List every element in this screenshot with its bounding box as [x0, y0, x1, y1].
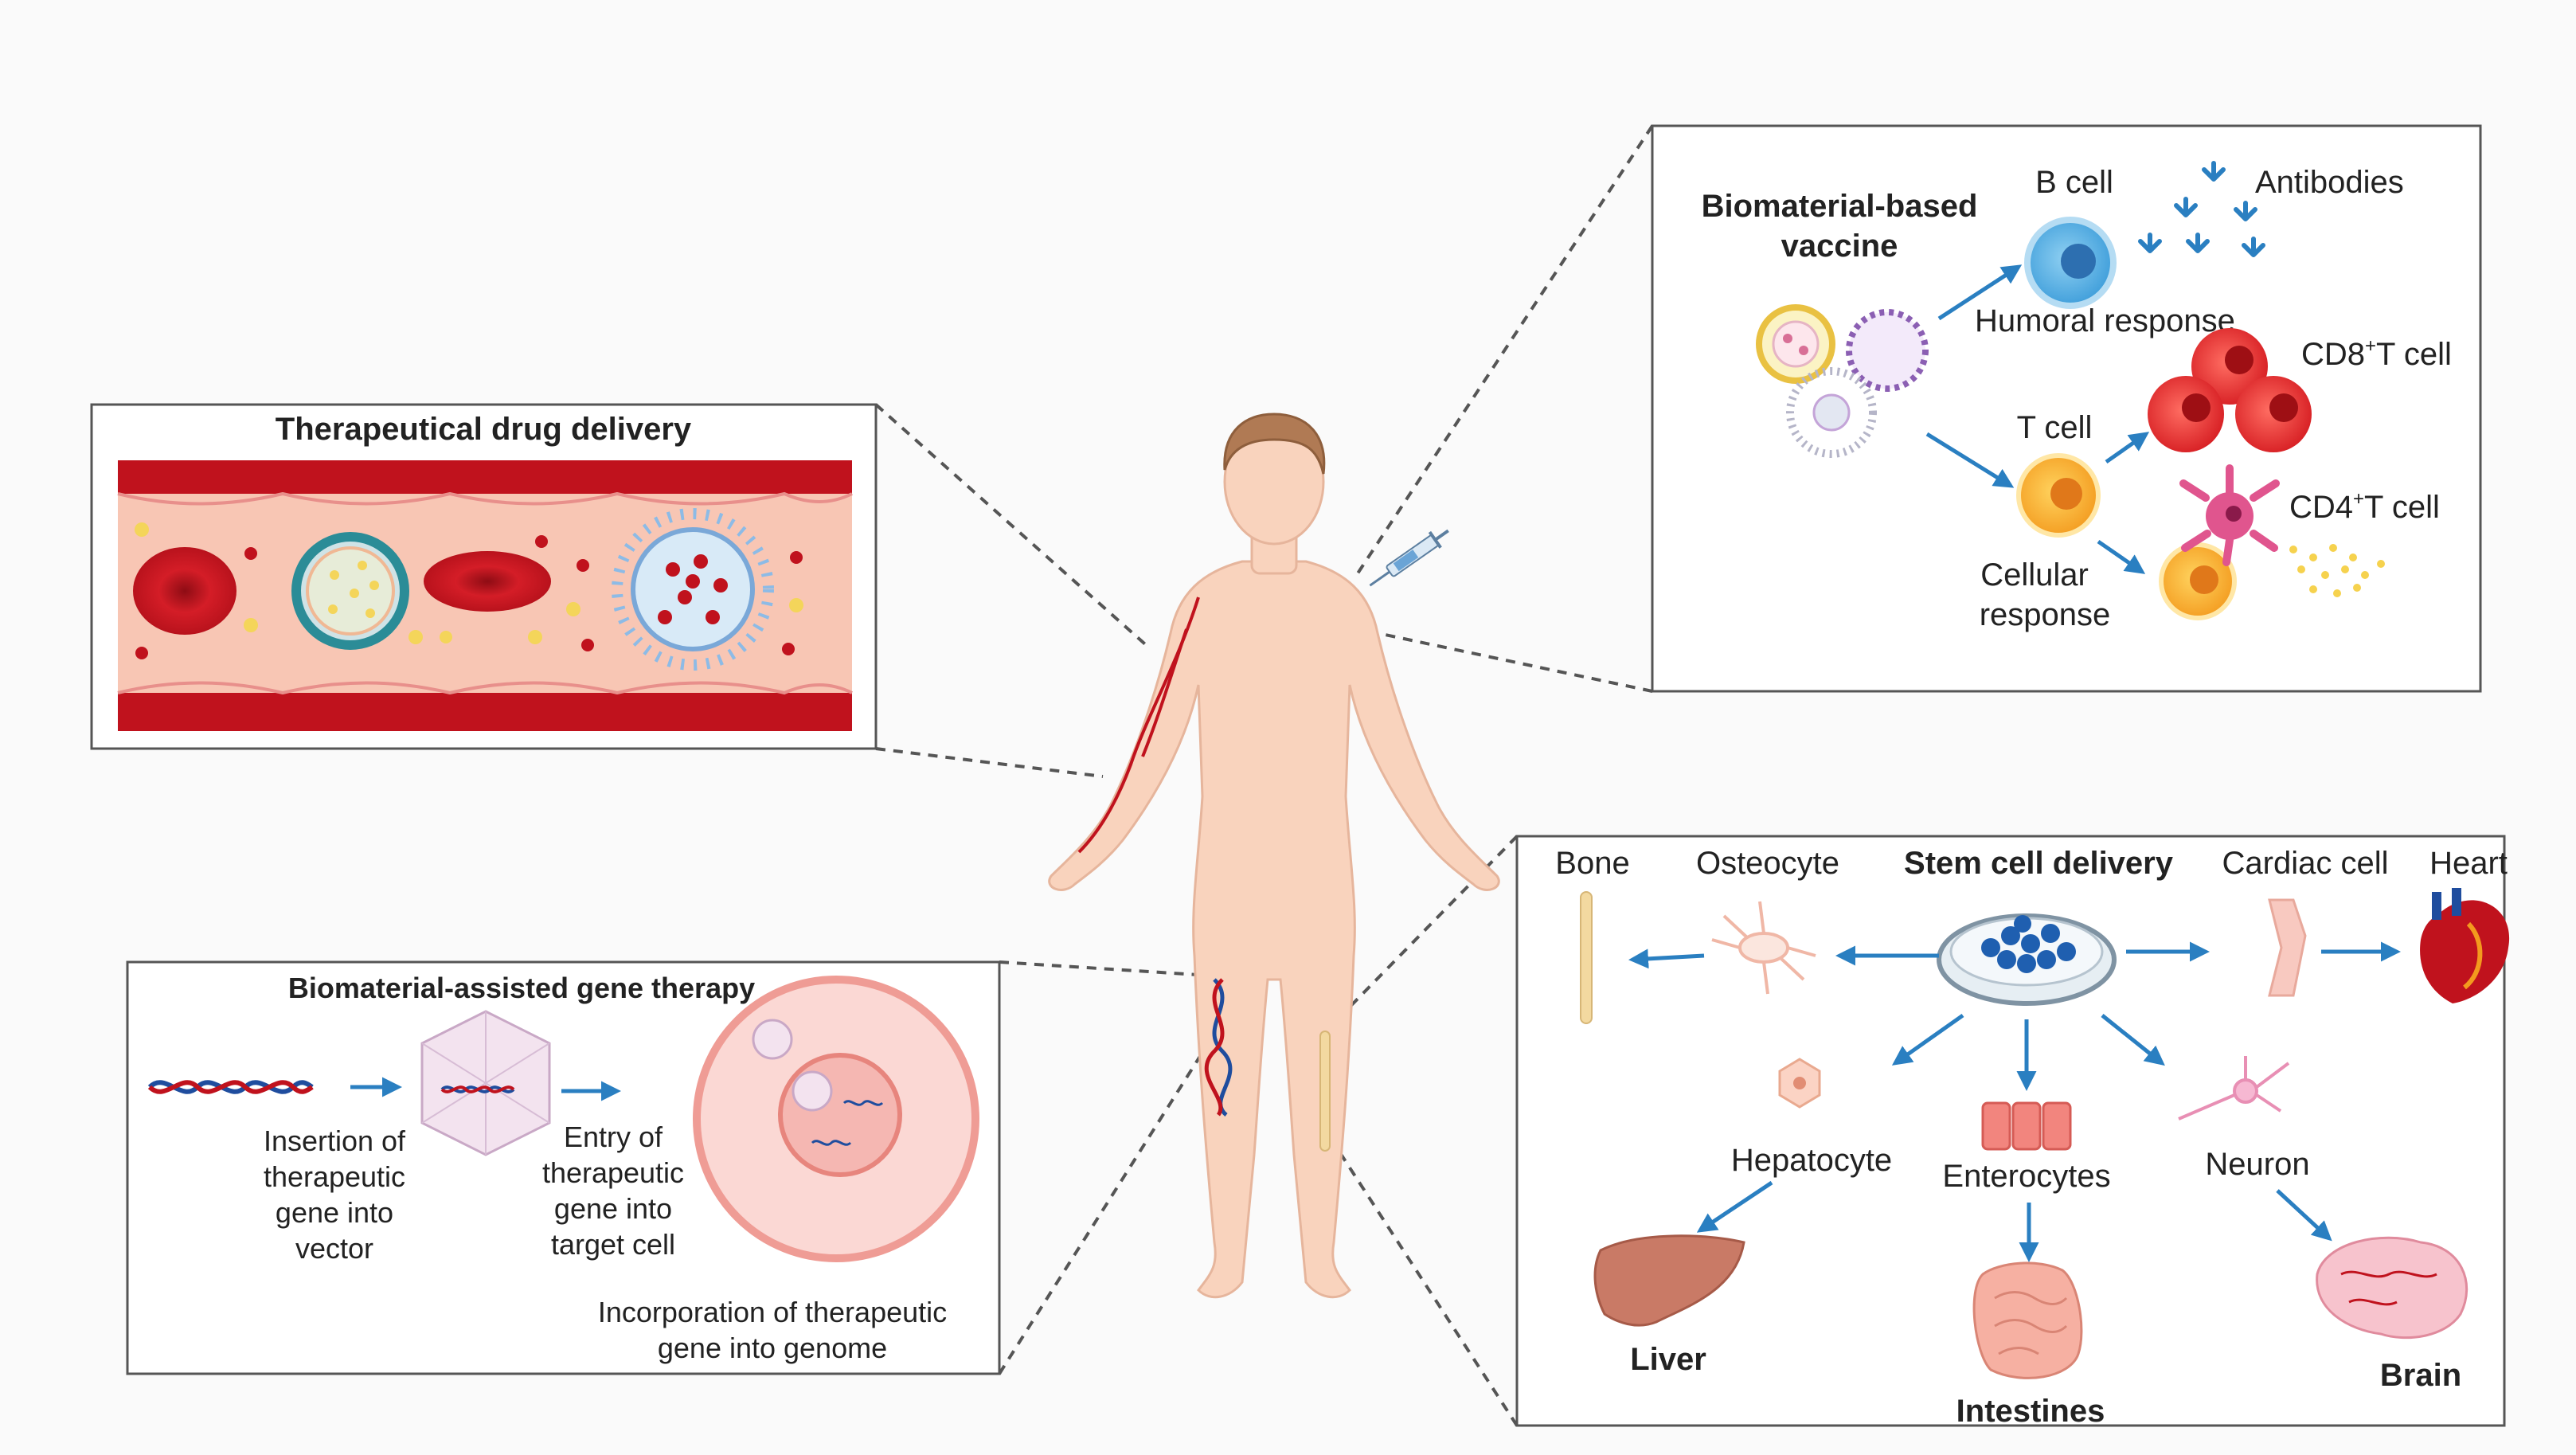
nanoparticle-carrier — [612, 508, 774, 671]
red-blood-cell — [424, 551, 551, 612]
bone-icon — [1580, 891, 1593, 1024]
leg-bone-icon — [1319, 1031, 1331, 1152]
gene-panel-title: Biomaterial-assisted gene therapy — [288, 972, 755, 1004]
heart-label: Heart — [2429, 846, 2508, 881]
svg-text:target cell: target cell — [551, 1228, 675, 1261]
target-cell-icon — [693, 976, 979, 1262]
svg-text:vector: vector — [295, 1232, 373, 1265]
stem-panel-title: Stem cell delivery — [1904, 846, 2174, 881]
insertion-label: Insertion of therapeutic gene into vecto… — [264, 1124, 406, 1265]
cd8-t-cell-icons — [2148, 328, 2312, 452]
svg-text:Incorporation of therapeutic: Incorporation of therapeutic — [598, 1296, 947, 1328]
antibody-icons — [2138, 161, 2265, 257]
arm-veins — [1077, 596, 1200, 854]
hepatocyte-label: Hepatocyte — [1731, 1143, 1892, 1178]
petri-dish-icon — [1937, 913, 2117, 1006]
liver-icon — [1593, 1234, 1745, 1327]
red-blood-cell — [133, 547, 236, 635]
cd8-t-cell-label: CD8+T cell — [2301, 335, 2452, 372]
vaccine-title-line2: vaccine — [1781, 229, 1898, 264]
gene-arrows — [350, 1077, 621, 1101]
cd4-t-cell-label: CD4+T cell — [2289, 488, 2440, 525]
panel-drug-delivery: Therapeutical drug delivery — [90, 403, 878, 750]
neuron-label: Neuron — [2205, 1147, 2309, 1182]
panel-stem-cell: Stem cell delivery Bone Osteocyte Cardia… — [1515, 835, 2510, 1429]
cardiac-cell-label: Cardiac cell — [2222, 846, 2389, 881]
svg-text:therapeutic: therapeutic — [542, 1156, 684, 1189]
drug-particles — [135, 522, 803, 659]
intestines-label: Intestines — [1956, 1394, 2105, 1429]
connector-lines — [874, 124, 1654, 1427]
enterocytes-icon — [1981, 1101, 2072, 1151]
bone-label: Bone — [1555, 846, 1629, 881]
vaccine-arrows — [1925, 264, 2150, 574]
svg-text:therapeutic: therapeutic — [264, 1160, 405, 1193]
entry-label: Entry of therapeutic gene into target ce… — [542, 1121, 684, 1261]
viral-vector-icon — [420, 1010, 551, 1156]
blood-vessel — [117, 460, 853, 731]
body-silhouette — [1048, 560, 1500, 1299]
panel-gene-therapy: Biomaterial-assisted gene therapy Insert… — [126, 960, 1001, 1375]
drug-panel-title: Therapeutical drug delivery — [276, 412, 692, 447]
hair — [1223, 413, 1326, 475]
cytokine-dots — [2289, 544, 2385, 597]
osteocyte-icon — [1711, 901, 1816, 995]
dna-helix-icon — [147, 1080, 314, 1094]
stem-arrows — [1628, 941, 2401, 1262]
vaccine-particles — [1756, 304, 1929, 458]
svg-text:Insertion of: Insertion of — [264, 1124, 406, 1157]
cellular-response-line2: response — [1980, 597, 2111, 632]
t-cell-label: T cell — [2017, 410, 2093, 445]
heart-icon — [2420, 888, 2510, 1003]
svg-text:gene into genome: gene into genome — [658, 1332, 887, 1364]
intestines-icon — [1972, 1261, 2083, 1379]
antibodies-label: Antibodies — [2255, 165, 2404, 200]
incorporation-label: Incorporation of therapeutic gene into g… — [598, 1296, 947, 1364]
enterocytes-label: Enterocytes — [1942, 1159, 2110, 1194]
liver-label: Liver — [1630, 1342, 1706, 1377]
humoral-response-label: Humoral response — [1975, 303, 2235, 338]
syringe-icon — [1369, 529, 1449, 587]
vaccine-title-line1: Biomaterial-based — [1702, 189, 1978, 224]
human-figure — [1048, 413, 1500, 1299]
osteocyte-label: Osteocyte — [1696, 846, 1839, 881]
leg-dna-icon — [1204, 978, 1233, 1117]
b-cell-label: B cell — [2035, 165, 2113, 200]
panel-vaccine: Biomaterial-based vaccine B cell Antibod… — [1651, 124, 2482, 693]
hepatocyte-icon — [1778, 1058, 1821, 1109]
brain-label: Brain — [2380, 1358, 2461, 1393]
brain-icon — [2316, 1236, 2469, 1340]
cardiac-cell-icon — [2268, 898, 2307, 997]
neuron-icon — [2178, 1056, 2290, 1121]
cellular-response-line1: Cellular — [1980, 557, 2089, 593]
svg-text:gene into: gene into — [554, 1192, 672, 1225]
svg-text:Entry of: Entry of — [564, 1121, 663, 1153]
dendritic-cell-icon — [2179, 464, 2280, 566]
svg-text:gene into: gene into — [276, 1196, 393, 1229]
